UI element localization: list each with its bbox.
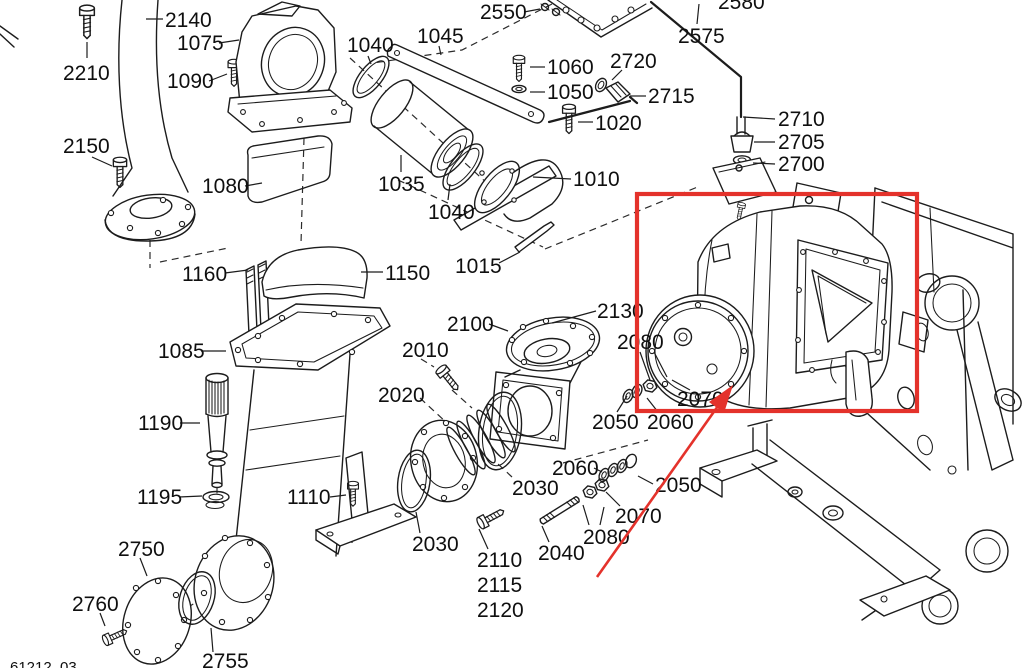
part-label-1090: 1090 — [167, 70, 214, 93]
air-cleaner-assembly — [352, 43, 564, 253]
bolt-1060 — [512, 54, 526, 82]
cover-2750-assembly — [100, 571, 216, 665]
part-label-1040-top: 1040 — [347, 34, 394, 57]
gasket-1080 — [246, 135, 333, 204]
bolt-2210 — [78, 4, 96, 58]
part-labels: 2210 2140 1075 1090 2150 1080 1040 1045 … — [10, 0, 825, 668]
part-label-2580: 2580 — [718, 0, 765, 14]
bracket-1110 — [315, 451, 417, 555]
drain-spout — [845, 350, 873, 417]
part-label-2080-lower: 2080 — [583, 526, 630, 549]
intake-silencer-assembly — [193, 246, 391, 631]
cover-plate-2550 — [540, 0, 653, 38]
part-label-2550: 2550 — [480, 1, 527, 24]
part-label-2080-upper: 2080 — [617, 331, 664, 354]
part-label-2705: 2705 — [778, 131, 825, 154]
engine-mounting-bracket — [699, 187, 1022, 625]
ring-2030-right — [477, 391, 523, 471]
part-label-2100: 2100 — [447, 313, 494, 336]
exhaust-pipe-2140 — [0, 0, 196, 242]
bolt-2150 — [112, 156, 128, 189]
part-label-1195: 1195 — [137, 486, 182, 509]
drawing-number: 61212_03 — [10, 659, 77, 668]
part-label-1035: 1035 — [378, 173, 425, 196]
part-label-2140: 2140 — [165, 9, 212, 32]
washer-1050 — [511, 84, 527, 94]
part-label-2060-lower: 2060 — [552, 457, 599, 480]
part-label-1020: 1020 — [595, 112, 642, 135]
part-label-2030-right: 2030 — [512, 477, 559, 500]
part-label-1040-mid: 1040 — [428, 201, 475, 224]
bolt-2010 — [434, 362, 464, 395]
part-label-2575: 2575 — [678, 25, 725, 48]
part-label-2110: 2110 — [477, 549, 522, 572]
highlight-box — [634, 191, 920, 414]
highlight-arrow — [595, 385, 733, 578]
part-label-1015: 1015 — [455, 255, 502, 278]
mounting-strap-1045 — [386, 43, 545, 124]
part-label-2210: 2210 — [63, 62, 110, 85]
stud-2040 — [538, 495, 581, 526]
part-label-2050-upper: 2050 — [592, 411, 639, 434]
part-label-1085: 1085 — [158, 340, 205, 363]
part-label-2130: 2130 — [597, 300, 644, 323]
part-label-1060: 1060 — [547, 56, 594, 79]
part-label-2070-upper: 2070 — [677, 388, 724, 411]
blower-assembly — [645, 201, 893, 417]
part-label-2060-upper: 2060 — [647, 411, 694, 434]
washer-1195 — [202, 490, 230, 510]
part-label-2115: 2115 — [477, 574, 522, 597]
coupling-assembly — [396, 316, 601, 513]
bolt-2110 — [474, 504, 508, 531]
part-label-2030-left: 2030 — [412, 533, 459, 556]
part-label-2715: 2715 — [648, 85, 695, 108]
part-label-1050: 1050 — [547, 81, 594, 104]
part-label-2700: 2700 — [778, 153, 825, 176]
part-label-2710: 2710 — [778, 108, 825, 131]
part-label-2750: 2750 — [118, 538, 165, 561]
part-label-1045: 1045 — [417, 25, 464, 48]
part-label-2755: 2755 — [202, 650, 249, 668]
part-label-2010: 2010 — [402, 339, 449, 362]
leader-lines — [91, 8, 776, 653]
ring-2030-left — [396, 449, 432, 513]
part-label-1150: 1150 — [385, 262, 430, 285]
part-label-2760: 2760 — [72, 593, 119, 616]
part-label-2020: 2020 — [378, 384, 425, 407]
shaft-1190 — [205, 372, 229, 494]
part-label-2120: 2120 — [477, 599, 524, 622]
part-label-1080: 1080 — [202, 175, 249, 198]
part-label-2150: 2150 — [63, 135, 110, 158]
part-label-2720: 2720 — [610, 50, 657, 73]
housing-1075 — [227, 1, 353, 133]
part-label-1010: 1010 — [573, 168, 620, 191]
part-label-2040: 2040 — [538, 542, 585, 565]
part-label-1110: 1110 — [287, 486, 331, 509]
part-label-1190: 1190 — [138, 412, 183, 435]
part-label-1160: 1160 — [182, 263, 227, 286]
part-label-1075: 1075 — [177, 32, 224, 55]
